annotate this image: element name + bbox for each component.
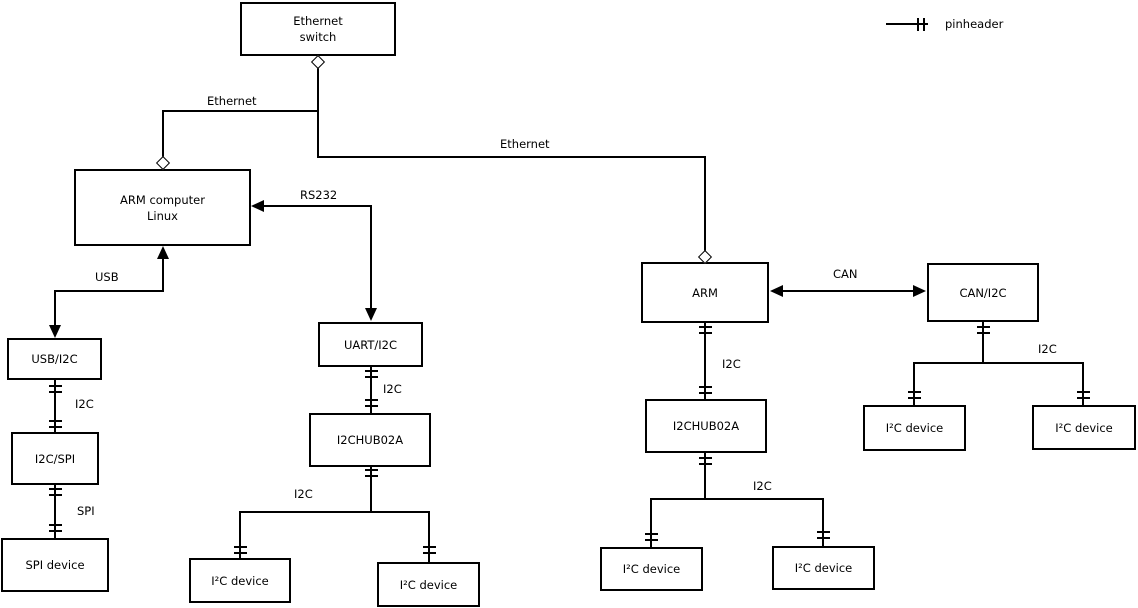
wire-ethernet-left: [162, 110, 319, 112]
node-i2c-device-right-left: I²C device: [600, 547, 703, 591]
wire-can: [781, 290, 916, 292]
node-i2chub02a-mid: I2CHUB02A: [309, 413, 431, 467]
node-i2c-spi: I2C/SPI: [11, 432, 99, 485]
arrow-up-icon: [157, 246, 169, 259]
node-i2c-device-can-right: I²C device: [1032, 405, 1136, 450]
node-arm-computer-linux: ARM computer Linux: [74, 169, 251, 246]
pinheader-icon: [977, 326, 990, 334]
pinheader-icon: [49, 420, 62, 428]
wire-spi: [54, 485, 56, 538]
wire-ethernet-trunk: [317, 66, 319, 158]
node-arm: ARM: [641, 262, 769, 323]
arrow-down-icon: [365, 308, 377, 321]
aggregation-diamond-icon: [310, 54, 326, 70]
wire-mid-branch: [239, 511, 430, 513]
wire-mid-branch-right: [428, 511, 430, 562]
legend-line: [886, 23, 928, 25]
wire-ethernet-left-drop: [162, 110, 164, 158]
wire-can-i2c-down: [982, 322, 984, 364]
wire-right-branch-left: [650, 498, 652, 547]
node-can-i2c: CAN/I2C: [927, 263, 1039, 322]
pinheader-icon: [365, 370, 378, 378]
wire-rs232-h: [260, 205, 372, 207]
node-i2c-device-can-left: I²C device: [863, 405, 966, 451]
wire-can-branch-right: [1082, 362, 1084, 405]
pinheader-icon: [817, 531, 830, 539]
wire-hub-right-down: [704, 453, 706, 500]
wire-i2c-usb: [54, 380, 56, 432]
label-spi: SPI: [77, 504, 95, 518]
pinheader-icon: [49, 524, 62, 532]
wire-i2c-uart: [370, 367, 372, 413]
label-i2c-uart: I2C: [383, 382, 402, 396]
wire-ethernet-right-drop: [704, 156, 706, 253]
pinheader-icon: [365, 469, 378, 477]
label-i2c-right-branch: I2C: [753, 479, 772, 493]
pinheader-icon: [917, 18, 925, 31]
pinheader-icon: [49, 488, 62, 496]
node-i2chub02a-right: I2CHUB02A: [645, 399, 767, 453]
node-ethernet-switch: Ethernet switch: [240, 2, 396, 56]
wire-mid-branch-left: [239, 511, 241, 558]
wire-can-branch: [913, 362, 1084, 364]
node-usb-i2c: USB/I2C: [7, 338, 102, 380]
label-i2c-can-branch: I2C: [1038, 342, 1057, 356]
wire-right-branch: [650, 498, 824, 500]
arrow-down-icon: [49, 325, 61, 338]
pinheader-icon: [423, 546, 436, 554]
wire-ethernet-right: [317, 156, 706, 158]
node-spi-device: SPI device: [1, 538, 109, 592]
wire-usb-v1: [162, 257, 164, 292]
pinheader-icon: [365, 399, 378, 407]
label-i2c-arm: I2C: [722, 357, 741, 371]
label-i2c-mid-branch: I2C: [294, 487, 313, 501]
pinheader-icon: [699, 386, 712, 394]
label-rs232: RS232: [300, 188, 338, 202]
wire-i2c-arm: [704, 323, 706, 399]
aggregation-diamond-icon: [155, 155, 171, 171]
pinheader-icon: [699, 457, 712, 465]
wire-hub-mid-down: [370, 467, 372, 513]
pinheader-icon: [908, 391, 921, 399]
wire-can-branch-left: [913, 362, 915, 405]
arrow-left-icon: [251, 200, 264, 212]
pinheader-icon: [699, 326, 712, 334]
node-uart-i2c: UART/I2C: [318, 322, 423, 367]
arrow-right-icon: [913, 285, 926, 297]
label-usb: USB: [95, 270, 119, 284]
pinheader-icon: [1077, 391, 1090, 399]
wire-rs232-v: [370, 205, 372, 310]
label-ethernet-right: Ethernet: [500, 137, 550, 151]
wire-right-branch-right: [822, 498, 824, 546]
wire-usb-h: [54, 290, 164, 292]
pinheader-icon: [234, 546, 247, 554]
arrow-left-icon: [770, 285, 783, 297]
pinheader-icon: [49, 385, 62, 393]
label-can: CAN: [833, 267, 858, 281]
label-i2c-usb: I2C: [75, 397, 94, 411]
label-ethernet-left: Ethernet: [207, 94, 257, 108]
node-i2c-device-mid-right: I²C device: [377, 562, 480, 607]
node-i2c-device-mid-left: I²C device: [189, 558, 291, 603]
pinheader-icon: [645, 533, 658, 541]
node-i2c-device-right-right: I²C device: [772, 546, 875, 590]
wire-usb-v2: [54, 290, 56, 327]
legend-label: pinheader: [945, 17, 1004, 31]
